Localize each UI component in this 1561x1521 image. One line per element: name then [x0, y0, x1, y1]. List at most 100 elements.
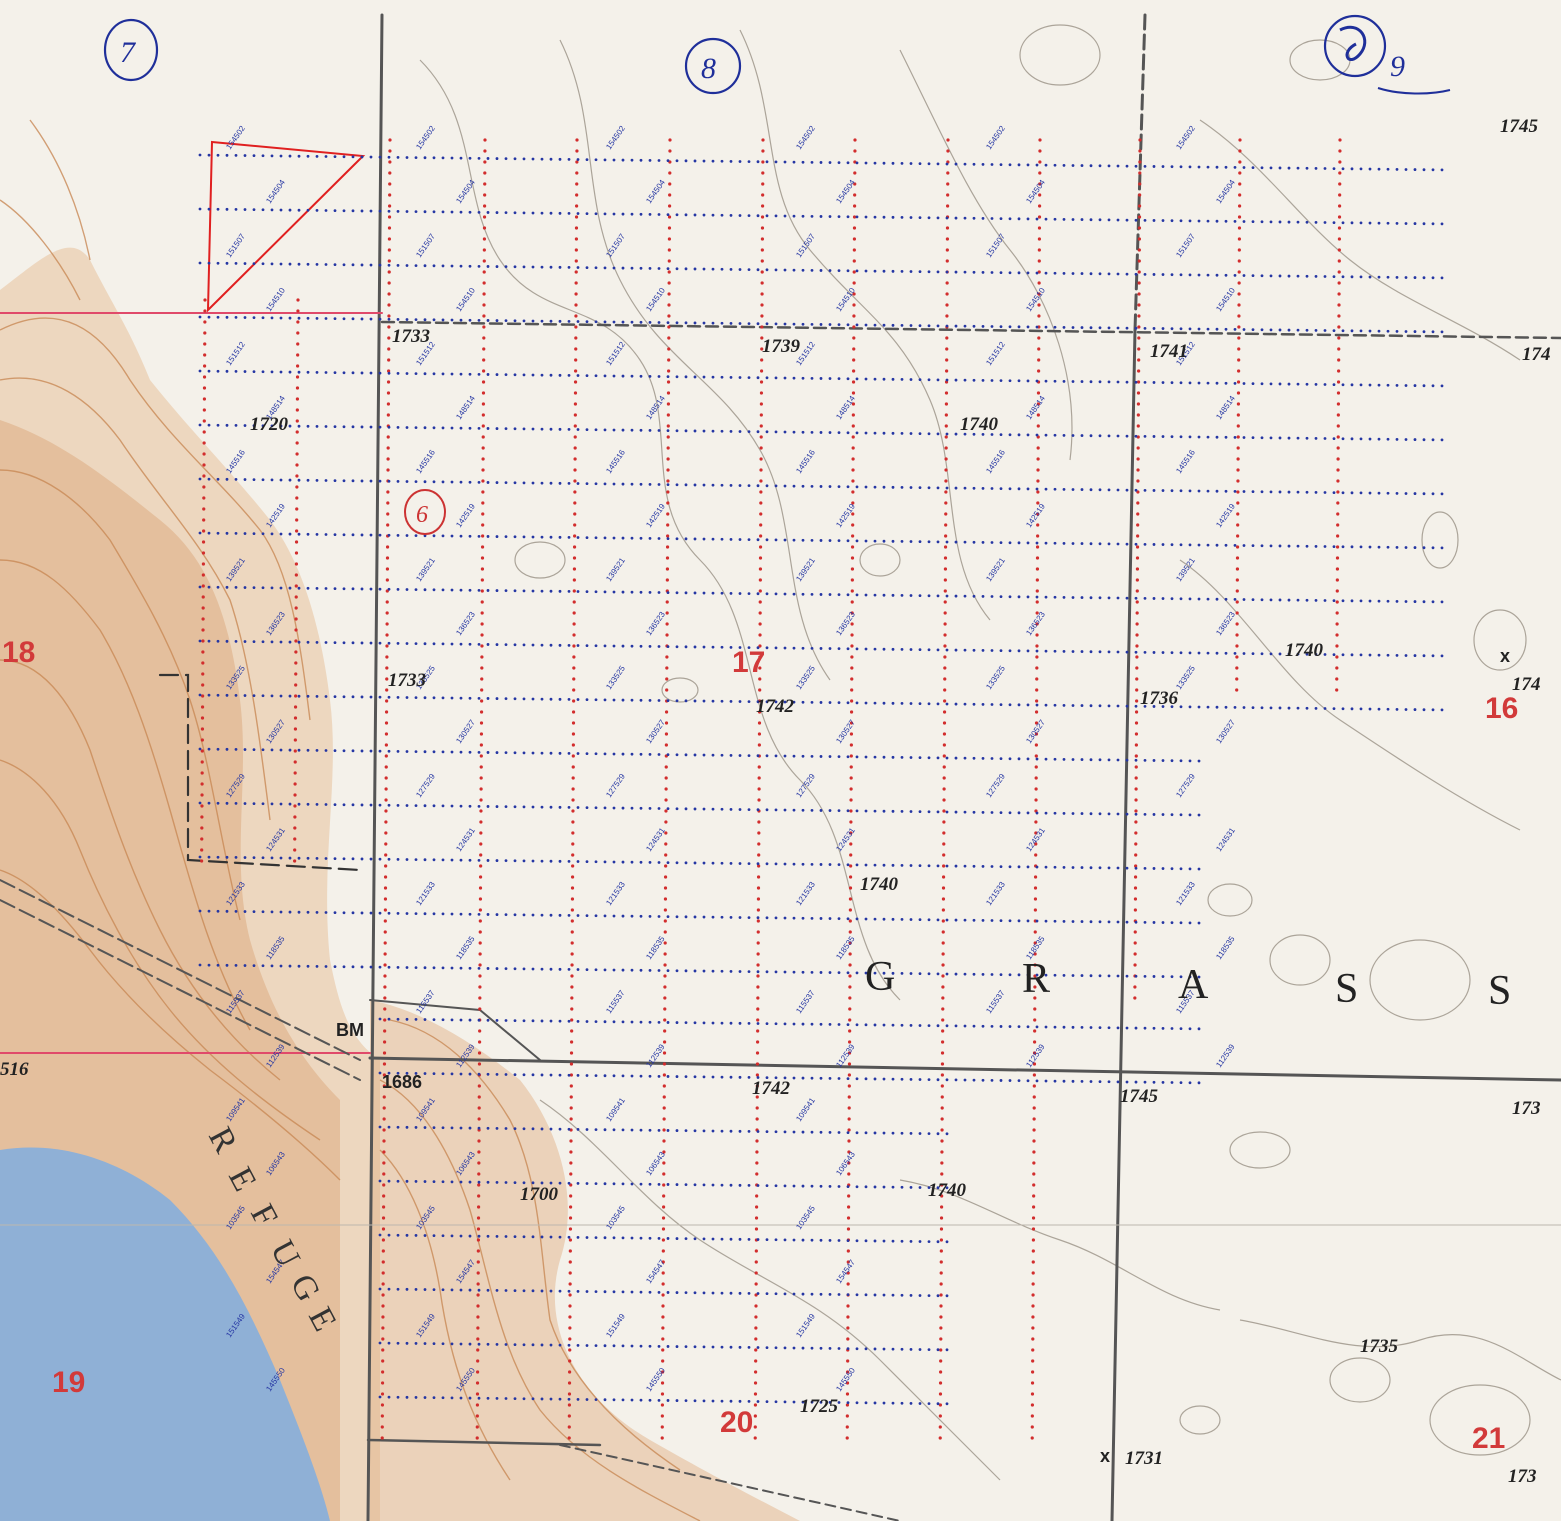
row-dot — [1251, 544, 1255, 548]
transect-dot — [761, 171, 765, 175]
transect-dot — [571, 710, 576, 714]
row-dot — [369, 317, 373, 321]
transect-dot — [1237, 303, 1241, 307]
transect-dot — [476, 1205, 481, 1209]
row-dot — [486, 1288, 490, 1292]
transect-dot — [943, 567, 948, 571]
transect-dot — [1336, 402, 1341, 406]
row-dot — [1125, 758, 1129, 762]
transect-dot — [666, 501, 670, 505]
row-dot — [639, 1020, 643, 1024]
row-dot — [882, 1401, 886, 1405]
row-dot — [945, 864, 949, 868]
transect-dot — [572, 578, 576, 582]
row-dot — [891, 647, 895, 651]
row-dot — [495, 535, 499, 538]
row-dot — [1152, 651, 1156, 654]
transect-dot — [941, 897, 946, 901]
row-dot — [882, 1131, 886, 1135]
transect-dot — [200, 837, 204, 841]
transect-dot — [1133, 941, 1137, 945]
transect-dot — [849, 853, 853, 857]
transect-dot — [478, 963, 482, 967]
transect-dot — [477, 1062, 482, 1066]
row-dot — [936, 1132, 940, 1136]
row-dot — [756, 1400, 760, 1403]
row-dot — [504, 589, 508, 593]
row-dot — [576, 1235, 580, 1239]
row-dot — [1071, 920, 1075, 923]
row-dot — [414, 642, 418, 645]
row-dot — [243, 154, 247, 157]
row-dot — [1422, 438, 1426, 442]
transect-dot — [1237, 347, 1241, 351]
transect-dot — [1134, 765, 1138, 769]
transect-dot — [664, 842, 668, 846]
row-dot — [639, 212, 643, 216]
row-dot — [288, 802, 292, 806]
row-dot — [1260, 652, 1264, 656]
elevation-label: 1740 — [860, 874, 899, 895]
row-dot — [513, 1181, 517, 1185]
row-dot — [972, 432, 976, 436]
transect-dot — [478, 886, 483, 890]
row-dot — [846, 1023, 850, 1027]
row-dot — [846, 539, 850, 543]
elevation-label: 173 — [1512, 1098, 1541, 1119]
row-dot — [1017, 973, 1021, 977]
row-dot — [306, 856, 310, 860]
row-dot — [1116, 974, 1120, 978]
transect-dot — [760, 226, 765, 230]
row-dot — [531, 913, 535, 917]
row-dot — [945, 972, 949, 976]
transect-dot — [667, 347, 671, 351]
row-dot — [1035, 595, 1039, 599]
row-dot — [720, 375, 724, 379]
row-dot — [549, 1019, 553, 1023]
row-dot — [936, 594, 940, 598]
row-dot — [963, 270, 967, 274]
transect-dot — [202, 507, 206, 511]
row-dot — [1314, 544, 1318, 548]
row-dot — [1152, 219, 1156, 222]
row-dot — [441, 642, 445, 646]
transect-dot — [1133, 908, 1137, 912]
transect-dot — [575, 171, 579, 175]
row-dot — [684, 321, 688, 325]
transect-dot — [1032, 1106, 1036, 1110]
row-dot — [792, 214, 796, 218]
row-dot — [702, 753, 706, 757]
row-dot — [1215, 381, 1219, 385]
row-dot — [477, 750, 481, 754]
row-dot — [900, 864, 904, 867]
row-dot — [891, 755, 895, 759]
row-dot — [657, 429, 661, 432]
row-dot — [1404, 222, 1408, 225]
transect-dot — [845, 1414, 849, 1418]
transect-dot — [476, 1337, 480, 1341]
transect-dot — [663, 952, 667, 956]
row-dot — [810, 1076, 814, 1080]
transect-dot — [1335, 633, 1339, 637]
row-dot — [1035, 1025, 1039, 1029]
transect-dot — [1134, 776, 1138, 780]
row-dot — [342, 317, 346, 321]
row-dot — [1134, 650, 1138, 654]
row-dot — [981, 378, 985, 382]
row-dot — [513, 157, 517, 161]
row-dot — [657, 969, 661, 972]
row-dot — [1215, 705, 1219, 709]
row-dot — [585, 266, 589, 270]
row-dot — [441, 858, 445, 862]
transect-dot — [760, 369, 764, 373]
row-dot — [972, 216, 976, 220]
sample-grid — [198, 138, 1444, 1440]
transect-dot — [756, 1007, 760, 1011]
row-dot — [918, 1240, 922, 1243]
transect-dot — [572, 644, 576, 648]
row-dot — [234, 370, 238, 373]
row-dot — [819, 377, 823, 380]
transect-dot — [1032, 1172, 1036, 1176]
row-dot — [846, 161, 850, 165]
transect-dot — [942, 809, 946, 813]
